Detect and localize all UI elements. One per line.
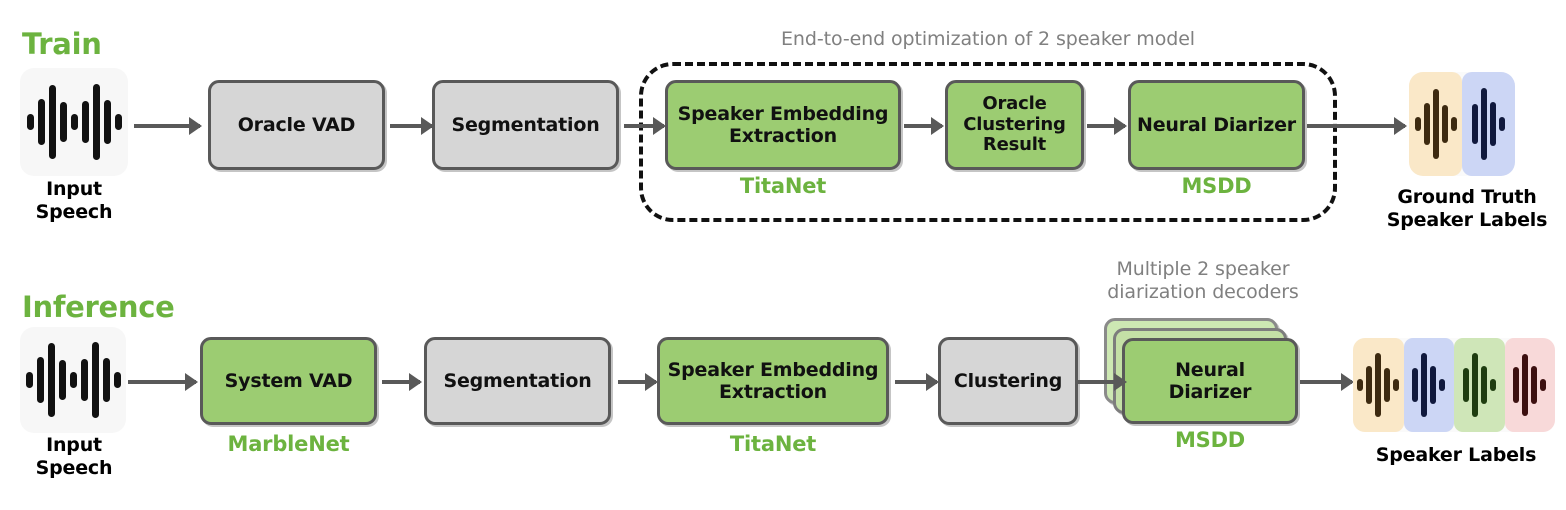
end-to-end-group-box [639,62,1337,222]
train-box-oracle-vad[interactable]: Oracle VAD [208,80,385,170]
inference-box-system-vad-label: System VAD [224,369,353,392]
inference-arrow-5 [1077,380,1125,384]
train-sublabel-titanet: TitaNet [739,174,827,198]
speaker-labels-caption: Speaker Labels [1375,444,1537,466]
train-arrow-1 [134,124,200,128]
inference-box-neural-diarizer[interactable]: Neural Diarizer [1122,338,1298,424]
inference-box-segmentation[interactable]: Segmentation [424,337,611,425]
inference-arrow-3 [618,380,656,384]
inference-arrow-6 [1300,380,1352,384]
train-arrow-3 [624,124,664,128]
inference-box-clustering[interactable]: Clustering [938,337,1078,425]
train-box-neural-diarizer-label: Neural Diarizer [1137,113,1296,136]
train-box-oracle-clustering-result-label: Oracle Clustering Result [963,92,1066,156]
train-arrow-4 [904,124,942,128]
inference-box-system-vad[interactable]: System VAD [200,337,377,425]
ground-truth-speaker-labels-icon [1409,72,1515,176]
train-heading: Train [22,27,102,61]
inference-input-waveform-icon [20,327,126,433]
train-box-oracle-clustering-result[interactable]: Oracle Clustering Result [945,80,1084,170]
train-input-caption: Input Speech [35,178,113,224]
end-to-end-group-caption: End-to-end optimization of 2 speaker mod… [781,28,1195,50]
train-box-neural-diarizer[interactable]: Neural Diarizer [1128,80,1305,170]
inference-sublabel-titanet: TitaNet [729,432,817,456]
train-sublabel-msdd: MSDD [1181,174,1252,198]
train-input-waveform-icon [20,68,128,176]
train-arrow-5 [1087,124,1125,128]
inference-input-caption: Input Speech [35,434,113,480]
inference-box-segmentation-label: Segmentation [443,369,592,392]
inference-box-speaker-embedding-extraction-label: Speaker Embedding Extraction [667,358,879,403]
multiple-decoders-caption: Multiple 2 speaker diarization decoders [1107,258,1299,304]
train-box-oracle-vad-label: Oracle VAD [237,113,356,136]
train-arrow-2 [390,124,432,128]
inference-sublabel-msdd: MSDD [1174,428,1246,452]
ground-truth-caption: Ground Truth Speaker Labels [1386,186,1548,232]
train-box-segmentation[interactable]: Segmentation [432,80,619,170]
train-box-speaker-embedding-extraction-label: Speaker Embedding Extraction [677,102,889,147]
inference-arrow-4 [895,380,937,384]
inference-sublabel-marblenet: MarbleNet [227,432,350,456]
train-arrow-6 [1307,124,1405,128]
train-box-segmentation-label: Segmentation [451,113,600,136]
train-box-speaker-embedding-extraction[interactable]: Speaker Embedding Extraction [665,80,901,170]
inference-arrow-1 [128,380,196,384]
inference-box-neural-diarizer-label: Neural Diarizer [1168,358,1252,403]
inference-arrow-2 [382,380,420,384]
speaker-labels-icon [1353,338,1555,432]
inference-heading: Inference [22,290,175,324]
inference-box-speaker-embedding-extraction[interactable]: Speaker Embedding Extraction [657,337,889,425]
inference-box-clustering-label: Clustering [953,369,1063,392]
